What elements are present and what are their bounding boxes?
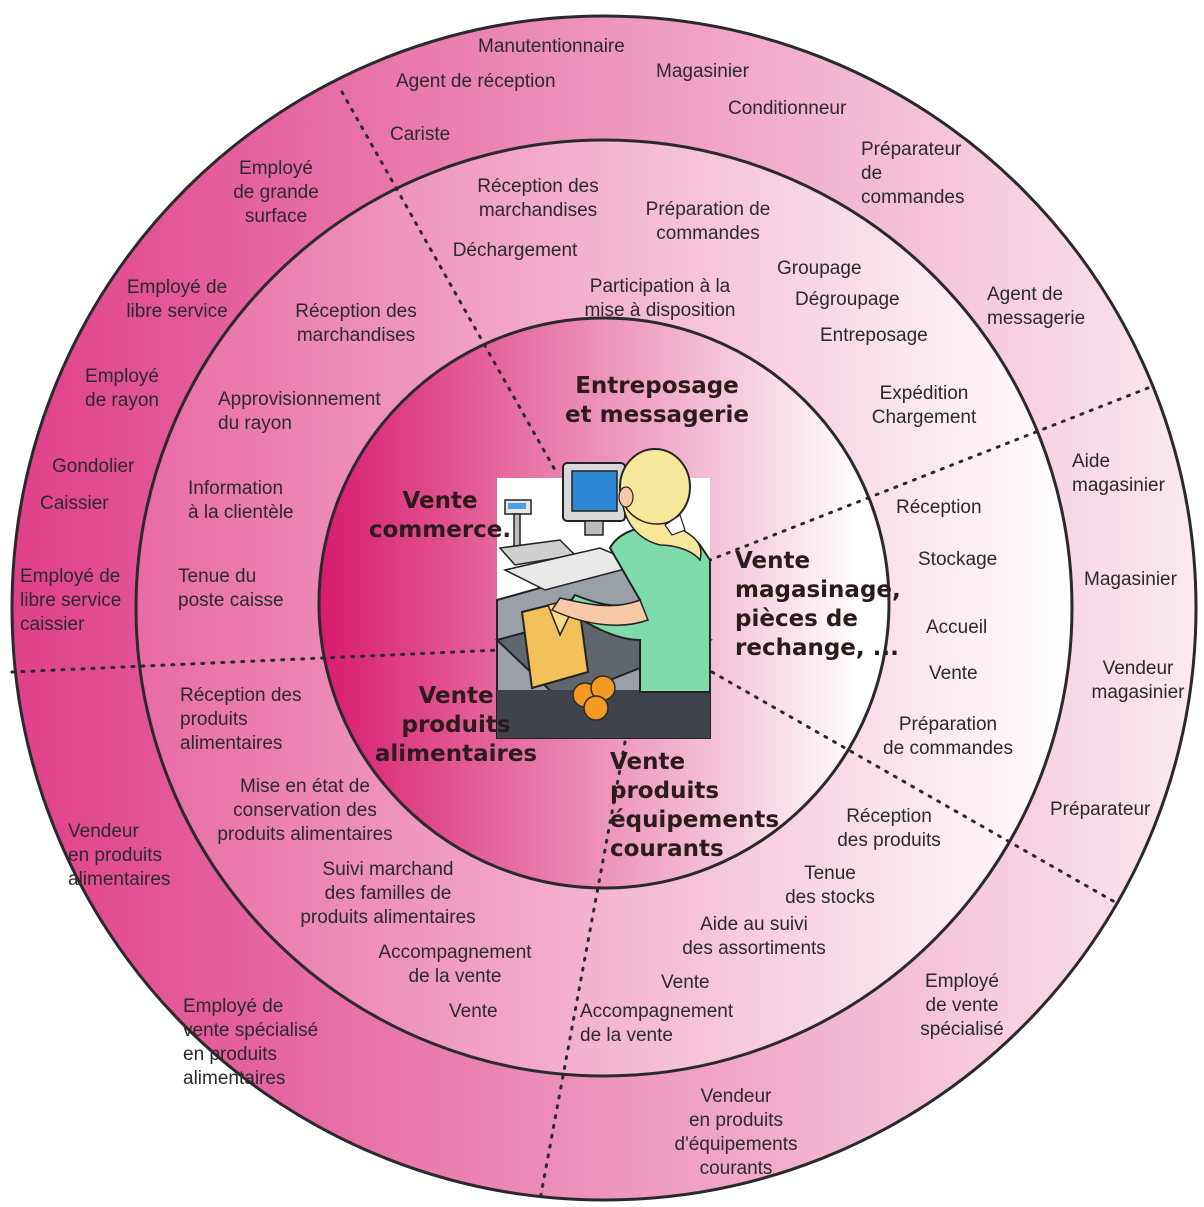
activity-label: Groupage <box>777 258 862 279</box>
job-label: Employé de libre service <box>126 277 228 322</box>
core-label-entreposage: Entreposage et messagerie <box>565 373 749 428</box>
divider-south-east <box>710 670 1122 907</box>
activity-label: Vente <box>929 663 978 684</box>
core-label-alimentaires: Vente produits alimentaires <box>374 683 538 767</box>
job-label: Conditionneur <box>728 98 847 119</box>
divider-north-west <box>340 90 557 472</box>
job-label: Aide magasinier <box>1072 451 1165 496</box>
sector-dividers <box>10 90 1150 1202</box>
activity-label: Vente <box>449 1001 498 1022</box>
activity-label: Déchargement <box>452 240 578 261</box>
activity-label: Suivi marchand des familles de produits … <box>300 859 476 928</box>
job-label: Gondolier <box>52 456 135 477</box>
activity-label: Entreposage <box>820 325 928 346</box>
activity-label: Préparation de commandes <box>645 199 771 244</box>
job-label: Cariste <box>390 124 451 145</box>
activity-label: Dégroupage <box>795 289 900 310</box>
activity-label: Réception des produits <box>837 806 941 851</box>
activity-label: Tenue du poste caisse <box>178 566 284 611</box>
job-label: Magasinier <box>1084 569 1177 590</box>
job-label: Préparateur <box>1050 799 1151 820</box>
core-label-magasinage: Vente magasinage, pièces de rechange, ..… <box>735 548 901 661</box>
job-label: Préparateur de commandes <box>861 139 965 208</box>
job-label: Agent de messagerie <box>987 284 1086 329</box>
activity-label: Accueil <box>926 617 988 638</box>
activity-label: Réception des marchandises <box>477 176 599 221</box>
activity-label: Mise en état de conservation des produit… <box>217 776 393 845</box>
job-label: Employé de rayon <box>85 366 159 411</box>
job-label: Vendeur en produits d'équipements couran… <box>674 1086 798 1179</box>
activity-label: Accompagnement de la vente <box>378 942 532 987</box>
activity-label: Stockage <box>918 549 998 570</box>
activity-label: Expédition Chargement <box>871 383 977 428</box>
cashier-at-checkout-icon <box>495 448 714 739</box>
activity-label: Réception <box>896 497 982 518</box>
activity-label: Tenue des stocks <box>785 863 875 908</box>
job-label: Agent de réception <box>396 71 556 92</box>
job-label: Caissier <box>40 493 109 514</box>
core-label-commerce: Vente commerce. <box>368 488 512 543</box>
activity-label: Vente <box>661 972 710 993</box>
activity-label: Aide au suivi des assortiments <box>682 914 826 959</box>
job-label: Employé de grande surface <box>233 158 319 227</box>
divider-east <box>708 386 1150 562</box>
activity-label: Accompagnement de la vente <box>580 1001 734 1046</box>
activity-label: Approvisionnement du rayon <box>218 389 381 434</box>
activity-label: Participation à la mise à disposition <box>584 276 736 321</box>
job-label: Employé de vente spécialisé <box>920 971 1004 1040</box>
core-label-equipements: Vente produits équipements courants <box>610 749 780 862</box>
activity-label: Préparation de commandes <box>883 714 1013 759</box>
job-label: Employé de vente spécialisé en produits … <box>183 996 319 1089</box>
job-label: Employé de libre service caissier <box>20 566 122 635</box>
job-label: Manutentionnaire <box>478 36 625 57</box>
job-label: Vendeur en produits alimentaires <box>68 821 171 890</box>
divider-south <box>538 740 627 1202</box>
activity-label: Réception des marchandises <box>295 301 417 346</box>
job-label: Magasinier <box>656 61 749 82</box>
divider-west <box>10 648 502 674</box>
job-label: Vendeur magasinier <box>1091 658 1185 703</box>
activity-label: Réception des produits alimentaires <box>180 685 302 754</box>
activity-label: Information à la clientèle <box>188 478 294 523</box>
